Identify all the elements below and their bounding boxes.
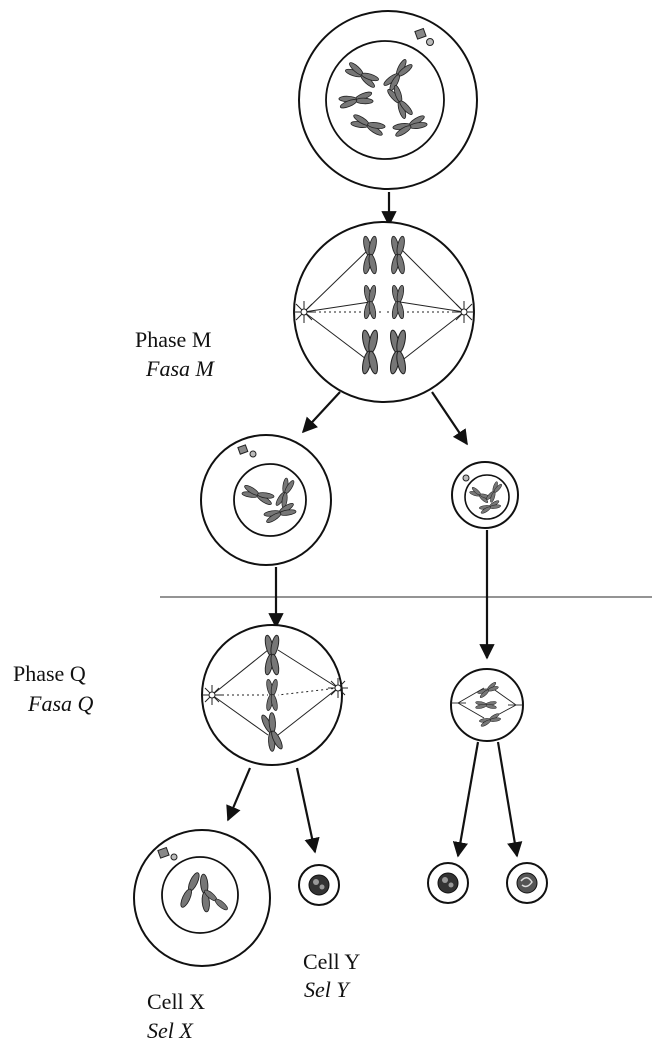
label-fasa-q: Fasa Q: [28, 691, 94, 716]
arrow-4-left: [226, 767, 252, 822]
label-cell-y: Cell Y: [303, 949, 361, 974]
cell-x-ovum: [133, 829, 271, 967]
cell-first-polar-body: [451, 461, 519, 529]
cell-polar-body-metaphase-2: [450, 668, 524, 742]
arrow-2-left: [301, 391, 341, 434]
label-phase-m: Phase M: [135, 327, 212, 352]
centrosome-icon: [414, 27, 427, 40]
cell-polar-body-4: [506, 862, 548, 904]
cell-metaphase-1: [293, 221, 475, 403]
label-fasa-m: Fasa M: [146, 356, 214, 381]
arrow-4-right: [295, 767, 320, 854]
label-cell-x: Cell X: [147, 989, 206, 1014]
cell-polar-body-3: [427, 862, 469, 904]
label-sel-x: Sel X: [147, 1018, 193, 1043]
arrow-5-right: [496, 741, 523, 858]
arrow-2-right: [431, 391, 468, 446]
cell-primary-oocyte: [298, 10, 478, 190]
cell-y-polar-body: [298, 864, 340, 906]
arrow-5-left: [452, 741, 480, 858]
label-sel-y: Sel Y: [304, 977, 349, 1002]
cell-metaphase-2: [201, 624, 348, 766]
label-phase-q: Phase Q: [13, 661, 86, 686]
aster-left: [293, 301, 315, 323]
cell-secondary-oocyte: [200, 434, 332, 566]
aster-right: [453, 301, 475, 323]
